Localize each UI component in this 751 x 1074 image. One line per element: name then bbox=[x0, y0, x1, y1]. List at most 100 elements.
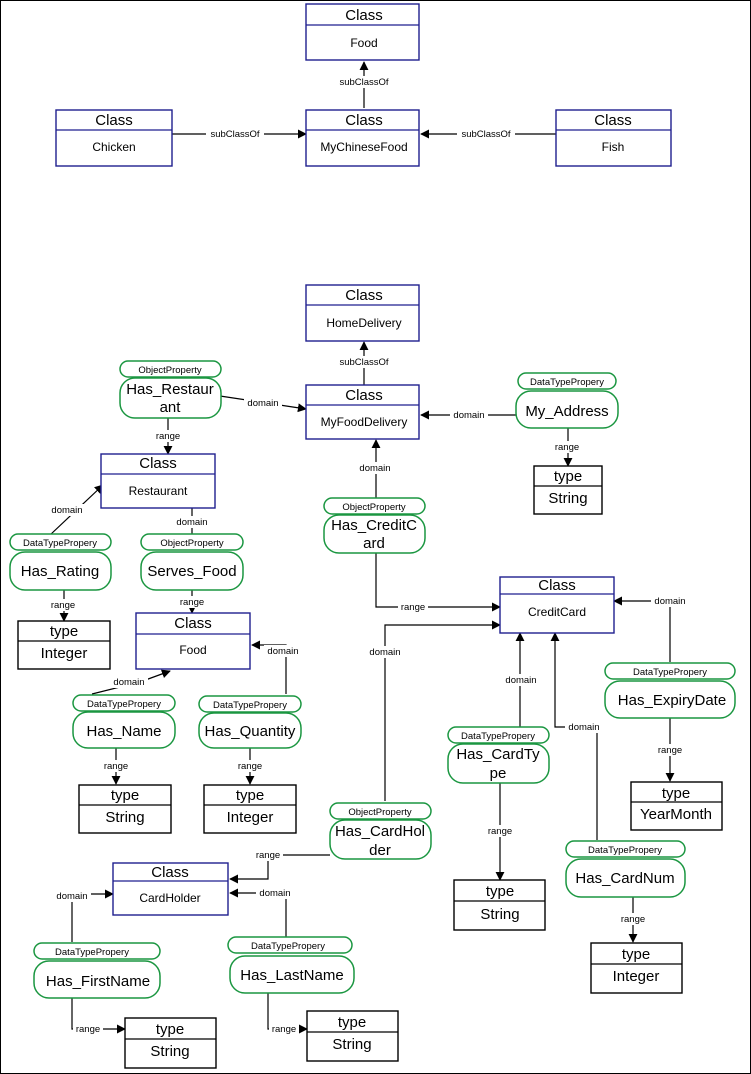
type-node-rating: type Integer bbox=[17, 620, 111, 670]
property-tag: DataTypePropery bbox=[633, 667, 707, 678]
type-node-firstname: type String bbox=[124, 1017, 217, 1069]
property-name: Has_Quantity bbox=[205, 723, 296, 740]
type-name: Integer bbox=[613, 968, 660, 985]
edge-label-range: range bbox=[401, 602, 425, 613]
property-node-has-cardholder: ObjectProperty Has_CardHol der bbox=[329, 802, 432, 860]
type-node-name: type String bbox=[78, 784, 172, 834]
edge-label-domain: domain bbox=[568, 722, 599, 733]
property-name: Has_Name bbox=[86, 723, 161, 740]
property-tag: ObjectProperty bbox=[342, 502, 406, 513]
edge-hasfirstname-type bbox=[71, 998, 126, 1034]
property-name-line2: pe bbox=[490, 765, 507, 782]
type-node-expiry: type YearMonth bbox=[630, 781, 723, 831]
edge-label-range: range bbox=[621, 914, 645, 925]
class-header: Class bbox=[594, 112, 632, 129]
property-name: Has_CreditC bbox=[331, 517, 417, 534]
property-name: Has_LastName bbox=[240, 967, 343, 984]
type-node-address: type String bbox=[533, 465, 603, 515]
edge-label-range: range bbox=[76, 1024, 100, 1035]
edge-label-domain: domain bbox=[259, 888, 290, 899]
type-header: type bbox=[156, 1021, 184, 1038]
property-node-has-lastname: DataTypePropery Has_LastName bbox=[227, 936, 355, 994]
class-name: HomeDelivery bbox=[326, 316, 401, 330]
class-header: Class bbox=[345, 7, 383, 24]
class-name: Food bbox=[350, 36, 377, 50]
edge-label-range: range bbox=[51, 600, 75, 611]
edge-hascardnum-creditcard bbox=[550, 632, 598, 840]
class-header: Class bbox=[345, 112, 383, 129]
type-name: Integer bbox=[41, 645, 88, 662]
edge-label-domain: domain bbox=[654, 596, 685, 607]
edge-label-subclassof: subClassOf bbox=[339, 77, 388, 88]
edge-label-range: range bbox=[156, 431, 180, 442]
type-name: String bbox=[105, 809, 144, 826]
edge-label-range: range bbox=[104, 761, 128, 772]
class-node-food-top: Class Food bbox=[305, 3, 420, 61]
class-header: Class bbox=[538, 577, 576, 594]
property-name: Has_FirstName bbox=[46, 973, 150, 990]
property-tag: ObjectProperty bbox=[160, 538, 224, 549]
property-name-line2: ard bbox=[363, 535, 385, 552]
property-node-has-expirydate: DataTypePropery Has_ExpiryDate bbox=[604, 662, 736, 719]
class-node-fish: Class Fish bbox=[555, 109, 672, 167]
edge-label-domain: domain bbox=[51, 505, 82, 516]
class-header: Class bbox=[345, 387, 383, 404]
property-name: My_Address bbox=[525, 403, 608, 420]
property-node-has-firstname: DataTypePropery Has_FirstName bbox=[33, 942, 161, 999]
property-tag: DataTypePropery bbox=[530, 377, 604, 388]
type-header: type bbox=[50, 623, 78, 640]
type-header: type bbox=[338, 1014, 366, 1031]
property-node-has-quantity: DataTypePropery Has_Quantity bbox=[198, 695, 302, 749]
class-node-mychinesefood: Class MyChineseFood bbox=[305, 109, 420, 167]
type-node-lastname: type String bbox=[306, 1010, 399, 1062]
type-name: String bbox=[150, 1043, 189, 1060]
type-name: Integer bbox=[227, 809, 274, 826]
type-name: String bbox=[548, 490, 587, 507]
edge-hascardholder-cardholder bbox=[229, 854, 330, 884]
edge-label-range: range bbox=[488, 826, 512, 837]
edge-hasexpirydate-creditcard bbox=[613, 596, 671, 662]
class-header: Class bbox=[174, 615, 212, 632]
class-name: Restaurant bbox=[129, 484, 188, 498]
property-node-has-cardnum: DataTypePropery Has_CardNum bbox=[565, 840, 686, 898]
property-tag: DataTypePropery bbox=[251, 941, 325, 952]
class-name: MyFoodDelivery bbox=[321, 415, 408, 429]
class-header: Class bbox=[139, 455, 177, 472]
type-node-cardtype: type String bbox=[453, 879, 546, 931]
edge-label-domain: domain bbox=[247, 398, 278, 409]
edge-label-subclassof: subClassOf bbox=[461, 129, 510, 140]
property-tag: DataTypePropery bbox=[55, 947, 129, 958]
edge-label-domain: domain bbox=[113, 677, 144, 688]
edge-label-subclassof: subClassOf bbox=[339, 357, 388, 368]
edge-label-range: range bbox=[555, 442, 579, 453]
class-node-restaurant: Class Restaurant bbox=[100, 453, 216, 509]
class-node-food: Class Food bbox=[135, 612, 251, 670]
edge-labels: subClassOf subClassOf subClassOf subClas… bbox=[48, 76, 689, 1035]
edge-label-range: range bbox=[180, 597, 204, 608]
property-name: Serves_Food bbox=[147, 563, 236, 580]
class-node-myfooddelivery: Class MyFoodDelivery bbox=[305, 384, 420, 440]
type-name: String bbox=[332, 1036, 371, 1053]
edge-hascardholder-creditcard bbox=[384, 620, 501, 801]
class-name: CardHolder bbox=[139, 891, 200, 905]
type-header: type bbox=[554, 468, 582, 485]
edge-label-range: range bbox=[658, 745, 682, 756]
class-node-creditcard: Class CreditCard bbox=[499, 576, 615, 634]
type-header: type bbox=[236, 787, 264, 804]
edge-label-domain: domain bbox=[267, 646, 298, 657]
type-node-quantity: type Integer bbox=[203, 784, 297, 834]
property-node-has-name: DataTypePropery Has_Name bbox=[72, 694, 176, 749]
class-name: MyChineseFood bbox=[320, 140, 407, 154]
edge-label-range: range bbox=[256, 850, 280, 861]
class-node-homedelivery: Class HomeDelivery bbox=[305, 284, 420, 342]
property-tag: DataTypePropery bbox=[87, 699, 161, 710]
property-tag: ObjectProperty bbox=[348, 807, 412, 818]
property-tag: DataTypePropery bbox=[461, 731, 535, 742]
property-name-line2: der bbox=[369, 842, 391, 859]
class-header: Class bbox=[151, 864, 189, 881]
edge-label-range: range bbox=[272, 1024, 296, 1035]
edge-label-subclassof: subClassOf bbox=[210, 129, 259, 140]
class-name: Fish bbox=[602, 140, 625, 154]
type-header: type bbox=[662, 785, 690, 802]
property-tag: ObjectProperty bbox=[138, 365, 202, 376]
